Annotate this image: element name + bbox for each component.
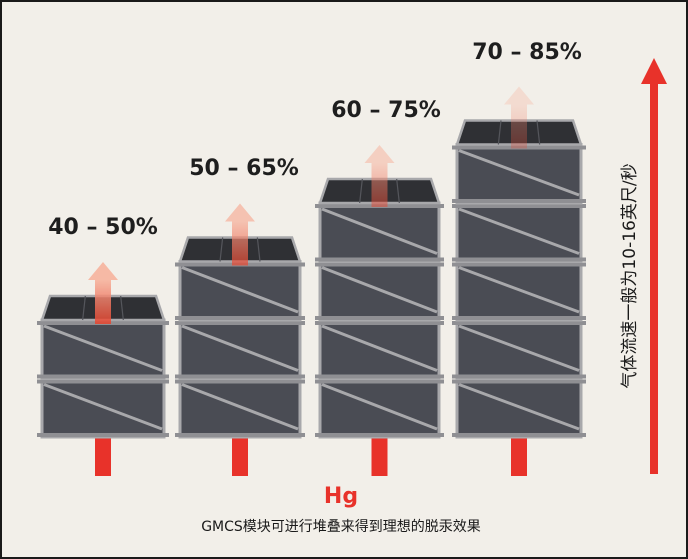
stack-2 xyxy=(175,203,305,476)
filter-module xyxy=(175,377,305,439)
filter-module xyxy=(452,260,586,322)
outlet-arrow xyxy=(88,262,118,324)
efficiency-label-2: 50 – 65% xyxy=(189,156,299,181)
airflow-velocity-label: 气体流速一般为10-16英尺/秒 xyxy=(620,163,640,388)
outlet-arrow xyxy=(364,145,395,207)
stack-3 xyxy=(315,145,444,476)
filter-module xyxy=(37,377,169,439)
filter-module xyxy=(175,318,305,380)
mercury-inlet-bar xyxy=(95,437,111,476)
filter-module xyxy=(452,201,586,263)
mercury-inlet-bar xyxy=(511,437,527,476)
filter-module xyxy=(315,201,444,263)
filter-module xyxy=(37,318,169,380)
stack-1 xyxy=(37,262,169,476)
filter-module xyxy=(452,377,586,439)
filter-module xyxy=(175,260,305,322)
airflow-up-arrow xyxy=(641,58,667,474)
outlet-arrow xyxy=(225,203,255,266)
filter-module xyxy=(315,318,444,380)
filter-module xyxy=(315,260,444,322)
filter-module xyxy=(315,377,444,439)
filter-module xyxy=(452,318,586,380)
mercury-label: Hg xyxy=(324,484,358,509)
mercury-inlet-bar xyxy=(232,437,248,476)
outlet-arrow xyxy=(504,86,534,149)
efficiency-label-1: 40 – 50% xyxy=(48,215,158,240)
module-stacks xyxy=(37,86,586,476)
mercury-inlet-bar xyxy=(371,437,388,476)
efficiency-label-3: 60 – 75% xyxy=(331,98,441,123)
stack-4 xyxy=(452,86,586,476)
caption: GMCS模块可进行堆叠来得到理想的脱汞效果 xyxy=(201,518,481,535)
filter-module xyxy=(452,143,586,205)
efficiency-label-4: 70 – 85% xyxy=(472,40,582,65)
